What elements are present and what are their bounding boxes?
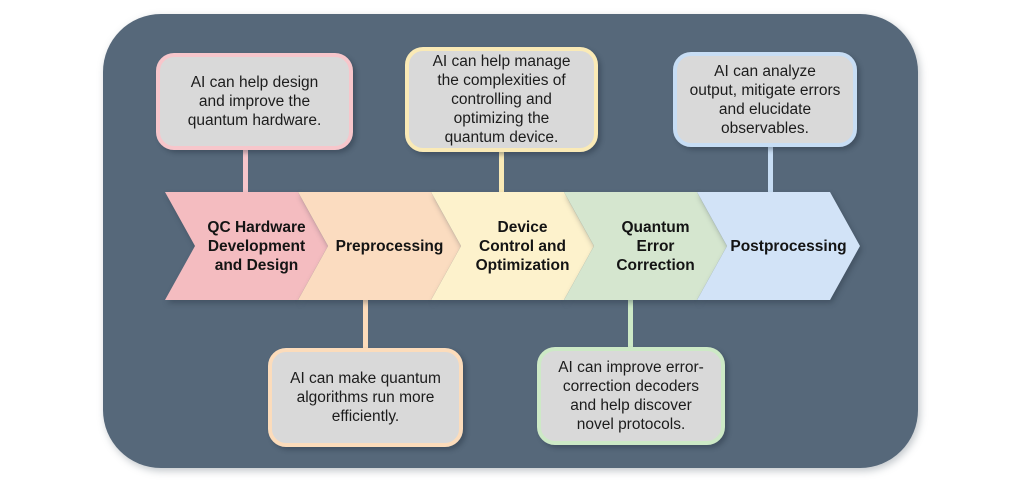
chevron-step-device-control: Device Control and Optimization — [431, 192, 594, 300]
connector-postprocessing — [768, 143, 773, 196]
callout-text: AI can help manage the complexities of c… — [432, 53, 571, 146]
callout-text: AI can analyze output, mitigate errors a… — [689, 62, 841, 137]
callout-postprocessing: AI can analyze output, mitigate errors a… — [673, 52, 857, 147]
connector-hardware — [243, 146, 248, 196]
connector-preprocessing — [363, 296, 368, 352]
chevron-step-preprocessing: Preprocessing — [298, 192, 461, 300]
chevron-step-label: Device Control and Optimization — [475, 218, 570, 274]
callout-error-correction: AI can improve error- correction decoder… — [537, 347, 725, 445]
chevron-step-postprocessing: Postprocessing — [697, 192, 860, 300]
callout-text: AI can make quantum algorithms run more … — [290, 370, 441, 425]
chevron-step-error-correction: Quantum Error Correction — [564, 192, 727, 300]
chevron-step-label: Postprocessing — [730, 237, 847, 255]
callout-hardware-design: AI can help design and improve the quant… — [156, 53, 353, 150]
chevron-step-qc-hardware: QC Hardware Development and Design — [165, 192, 328, 300]
chevron-step-label: Quantum Error Correction — [616, 218, 695, 274]
chevron-step-label: QC Hardware Development and Design — [207, 218, 306, 274]
callout-text: AI can improve error- correction decoder… — [558, 359, 704, 433]
connector-device-control — [499, 148, 504, 196]
callout-text: AI can help design and improve the quant… — [187, 74, 322, 129]
callout-preprocessing: AI can make quantum algorithms run more … — [268, 348, 463, 447]
connector-error-correction — [628, 296, 633, 351]
callout-device-control: AI can help manage the complexities of c… — [405, 47, 598, 152]
chevron-step-label: Preprocessing — [335, 237, 444, 255]
